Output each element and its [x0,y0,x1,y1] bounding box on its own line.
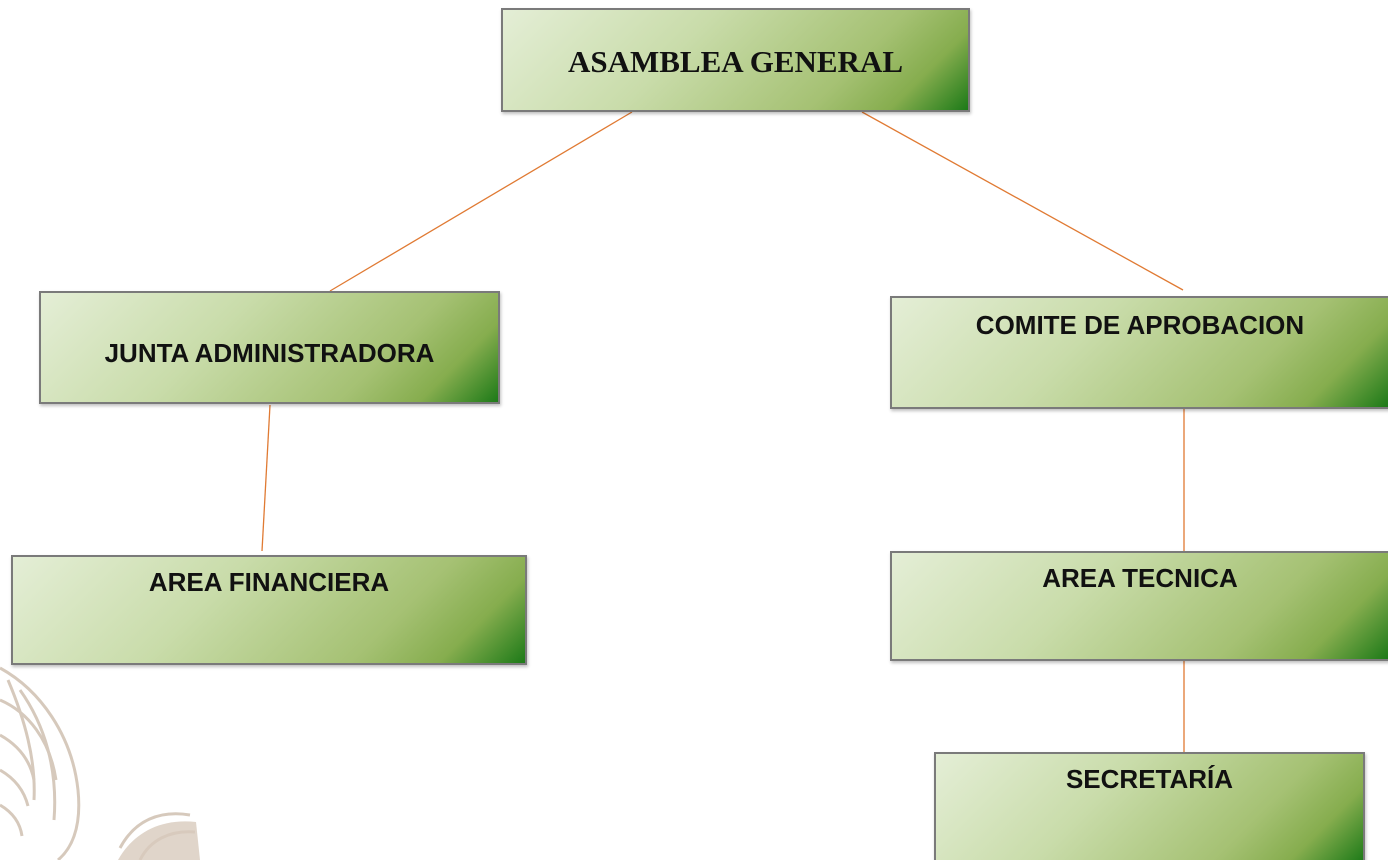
node-area-tecnica: AREA TECNICA [890,551,1388,661]
node-secretaria: SECRETARÍA [934,752,1365,860]
node-comite-de-aprobacion-label: COMITE DE APROBACION [975,310,1305,340]
node-junta-administradora: JUNTA ADMINISTRADORA [39,291,500,404]
node-junta-administradora-label: JUNTA ADMINISTRADORA [104,338,435,368]
node-area-financiera: AREA FINANCIERA [11,555,527,665]
connector-asamblea-comite [861,111,1184,291]
node-secretaria-label: SECRETARÍA [1065,764,1234,794]
connector-asamblea-junta [329,111,633,292]
node-asamblea-general-label: ASAMBLEA GENERAL [567,44,904,79]
node-area-tecnica-label: AREA TECNICA [1042,563,1238,593]
connector-junta-financiera [261,404,271,552]
node-area-financiera-label: AREA FINANCIERA [148,567,390,597]
node-comite-de-aprobacion: COMITE DE APROBACION [890,296,1388,409]
node-asamblea-general: ASAMBLEA GENERAL [501,8,970,112]
